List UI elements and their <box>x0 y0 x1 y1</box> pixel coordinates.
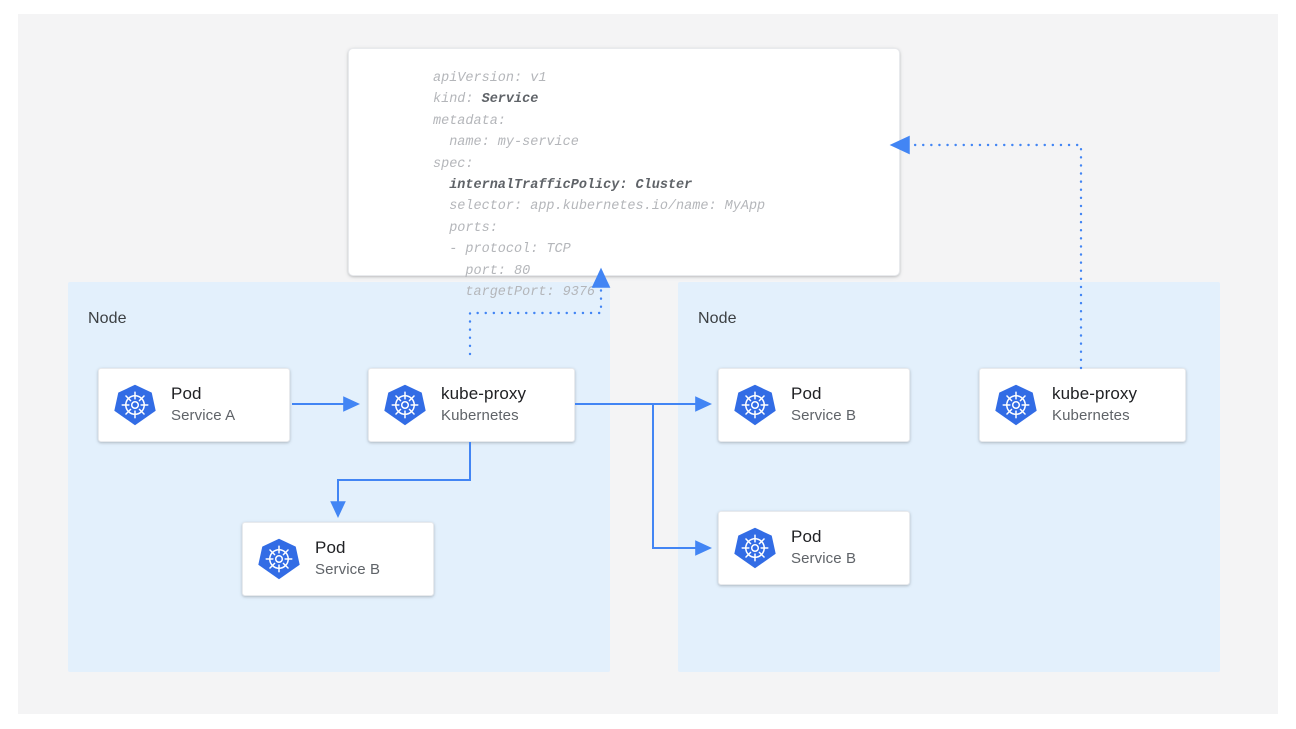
card-text: kube-proxy Kubernetes <box>441 384 526 425</box>
kubernetes-icon <box>384 384 426 426</box>
node-label-left: Node <box>88 310 127 327</box>
service-manifest-code: apiVersion: v1 kind: Service metadata: n… <box>433 71 766 301</box>
kubernetes-icon <box>258 538 300 580</box>
card-subtitle: Service B <box>791 550 857 568</box>
card-text: Pod Service B <box>315 538 380 579</box>
card-title: Pod <box>171 384 202 404</box>
card-title: Pod <box>791 527 822 547</box>
card-pod-service-b-right-top[interactable]: Pod Service B <box>718 368 910 442</box>
service-manifest-card: apiVersion: v1 kind: Service metadata: n… <box>348 48 900 300</box>
kubernetes-icon <box>995 384 1037 426</box>
card-pod-service-a[interactable]: Pod Service A <box>98 368 290 442</box>
card-title: kube-proxy <box>1052 384 1138 404</box>
card-title: kube-proxy <box>441 384 527 404</box>
card-kube-proxy-left[interactable]: kube-proxy Kubernetes <box>368 368 575 442</box>
card-text: Pod Service B <box>791 384 856 425</box>
kubernetes-icon <box>734 527 776 569</box>
card-subtitle: Service A <box>171 407 236 425</box>
node-box-right <box>678 282 1220 672</box>
card-subtitle: Service B <box>315 561 381 579</box>
card-text: Pod Service B <box>791 527 856 568</box>
card-title: Pod <box>315 538 346 558</box>
kubernetes-icon <box>734 384 776 426</box>
card-kube-proxy-right[interactable]: kube-proxy Kubernetes <box>979 368 1186 442</box>
card-subtitle: Service B <box>791 407 857 425</box>
card-text: kube-proxy Kubernetes <box>1052 384 1137 425</box>
kubernetes-icon <box>114 384 156 426</box>
card-pod-service-b-right-bottom[interactable]: Pod Service B <box>718 511 910 585</box>
card-subtitle: Kubernetes <box>441 407 519 425</box>
node-box-left <box>68 282 610 672</box>
card-pod-service-b-left[interactable]: Pod Service B <box>242 522 434 596</box>
card-title: Pod <box>791 384 822 404</box>
diagram-surface: Node Node apiVersion: v1 kind: Service m… <box>18 14 1278 714</box>
node-label-right: Node <box>698 310 737 327</box>
card-subtitle: Kubernetes <box>1052 407 1130 425</box>
card-text: Pod Service A <box>171 384 235 425</box>
